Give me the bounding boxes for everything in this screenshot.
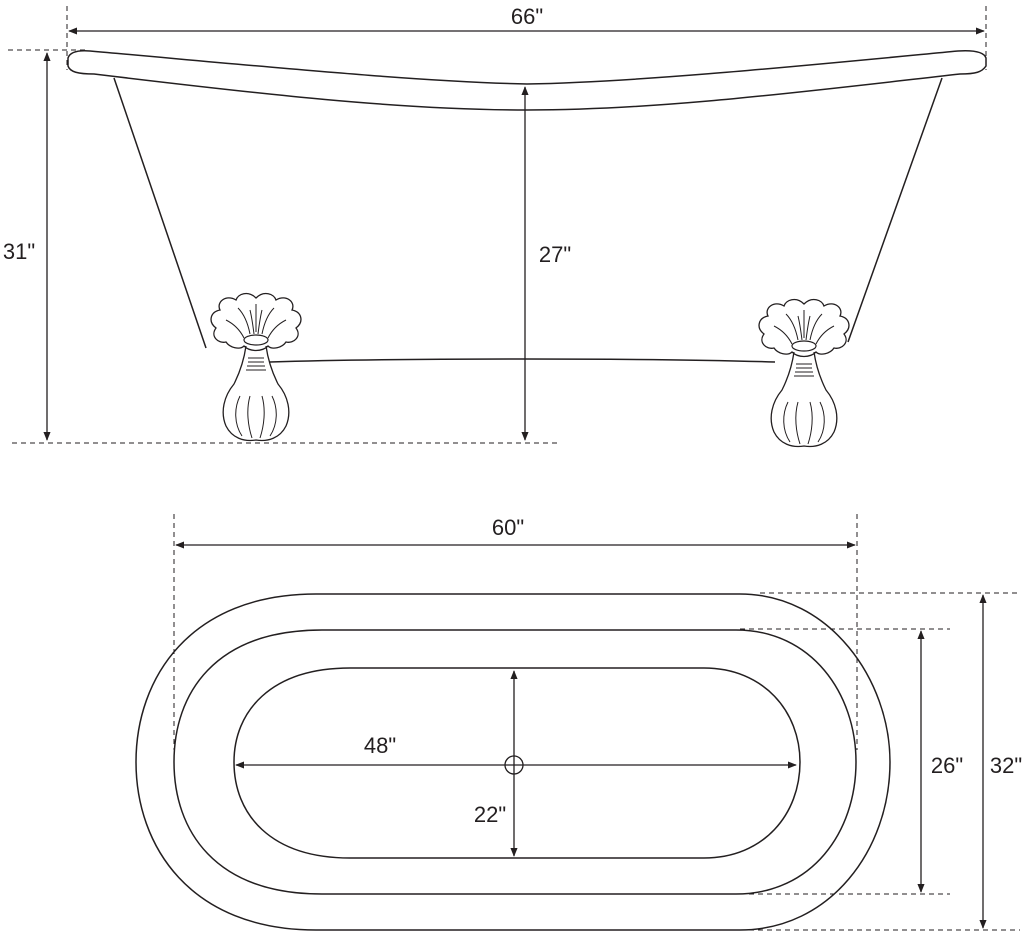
extension-lines	[173, 514, 1020, 931]
claw-foot-icon	[758, 298, 850, 448]
extension-lines	[8, 6, 987, 444]
tub-side-outline	[67, 50, 987, 363]
rim-width-label: 26"	[931, 753, 963, 778]
interior-width-label: 22"	[474, 802, 506, 827]
claw-foot-icon	[210, 292, 302, 442]
tub-top-outline	[135, 593, 891, 931]
rim-length-label: 60"	[492, 515, 524, 540]
top-view: 60" 48" 22" 26" 32"	[135, 514, 1022, 931]
overall-height-label: 31"	[3, 239, 35, 264]
overall-length-label: 66"	[511, 4, 543, 29]
interior-depth-label: 27"	[539, 242, 571, 267]
overall-width-label: 32"	[990, 753, 1022, 778]
dimension-lines	[43, 27, 985, 441]
side-view: 66" 31" 27"	[3, 4, 987, 448]
dimension-lines	[175, 541, 987, 929]
interior-length-label: 48"	[364, 733, 396, 758]
